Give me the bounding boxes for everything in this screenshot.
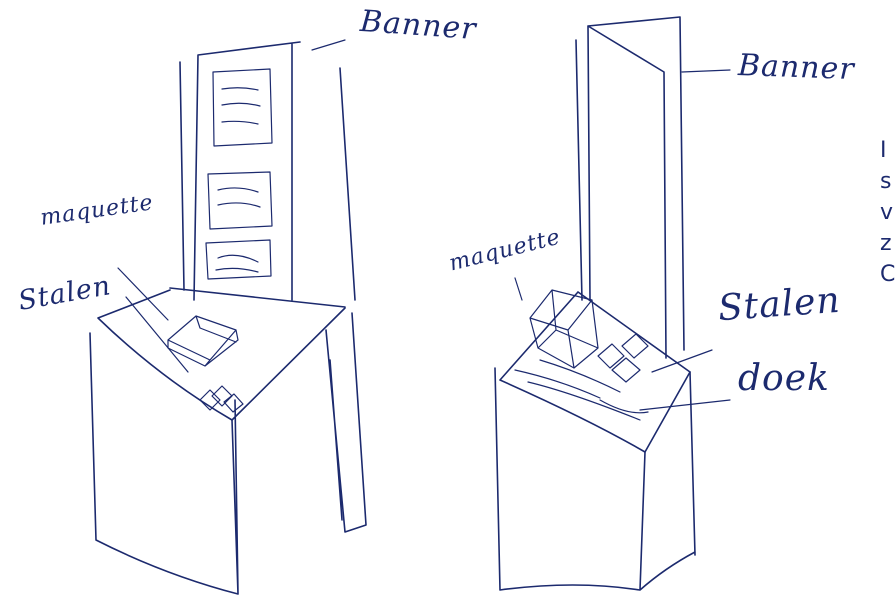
left-table-leg (326, 313, 366, 532)
cut-off-text-1: I (880, 137, 887, 164)
label-banner-right: Banner (737, 48, 855, 87)
left-stalen (200, 386, 243, 412)
left-table-body (90, 333, 238, 594)
right-banner-outline (576, 17, 684, 358)
cut-off-text-2: s (880, 168, 891, 195)
left-banner-outline (180, 42, 355, 300)
left-booth (90, 40, 366, 594)
left-banner-poster-3 (206, 240, 271, 279)
left-banner-poster-1 (213, 69, 272, 146)
right-doek (515, 360, 648, 420)
right-stalen (598, 334, 648, 382)
left-banner-poster-2 (208, 172, 272, 229)
right-maquette (530, 290, 598, 368)
right-table-top (500, 292, 690, 452)
right-booth (495, 17, 730, 590)
cut-off-text-3: v (880, 199, 893, 226)
cut-off-text-5: C (880, 261, 895, 288)
label-stalen-right: Stalen (717, 280, 842, 329)
left-maquette (168, 316, 238, 366)
right-table-body (495, 368, 695, 590)
label-doek-right: doek (738, 358, 830, 399)
cut-off-text-4: z (880, 230, 892, 257)
